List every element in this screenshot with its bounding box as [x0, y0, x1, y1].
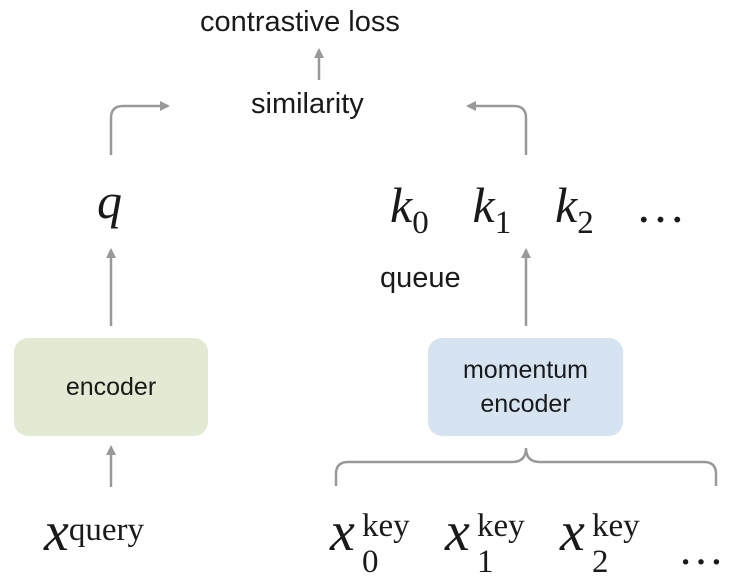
query-input-symbol: x	[44, 501, 69, 563]
key-inputs-ellipsis: …	[678, 523, 724, 574]
key-2-symbol: k	[555, 177, 578, 233]
key-input-0-symbol: x	[330, 501, 355, 563]
key-0-symbol: k	[390, 177, 413, 233]
arrow-q-to-similarity	[109, 101, 170, 155]
momentum-encoder-box: momentum encoder	[428, 338, 623, 436]
key-input-1: x key 1	[445, 500, 525, 580]
contrastive-loss-label: contrastive loss	[200, 6, 400, 38]
encoder-box: encoder	[14, 338, 208, 436]
key-input-2: x key 2	[560, 500, 640, 580]
key-queue: k0 k1 k2 …	[390, 180, 686, 240]
key-2-subscript: 2	[577, 205, 594, 241]
key-input-0-superscript: key	[362, 508, 410, 544]
key-input-2-subscript: 2	[592, 544, 609, 580]
query-input-superscript: query	[68, 511, 144, 548]
key-input-1-superscript: key	[477, 508, 525, 544]
key-input-2-symbol: x	[560, 501, 585, 563]
key-0-subscript: 0	[412, 205, 429, 241]
arrow-keys-to-similarity	[466, 101, 528, 155]
similarity-label: similarity	[251, 88, 364, 120]
momentum-encoder-line2: encoder	[480, 390, 571, 418]
query-input: xquery	[44, 500, 144, 564]
key-input-0-subscript: 0	[362, 544, 379, 580]
keys-ellipsis: …	[635, 177, 686, 233]
query-vector-q: q	[97, 173, 122, 229]
encoder-label: encoder	[65, 373, 157, 401]
queue-label: queue	[380, 262, 461, 294]
key-input-1-symbol: x	[445, 501, 470, 563]
key-input-2-superscript: key	[592, 508, 640, 544]
key-input-1-subscript: 1	[477, 544, 494, 580]
key-1-symbol: k	[472, 177, 495, 233]
momentum-encoder-line1: momentum	[462, 356, 589, 384]
curly-brace	[334, 447, 718, 486]
key-input-0: x key 0	[330, 500, 410, 580]
key-1-subscript: 1	[494, 205, 512, 241]
